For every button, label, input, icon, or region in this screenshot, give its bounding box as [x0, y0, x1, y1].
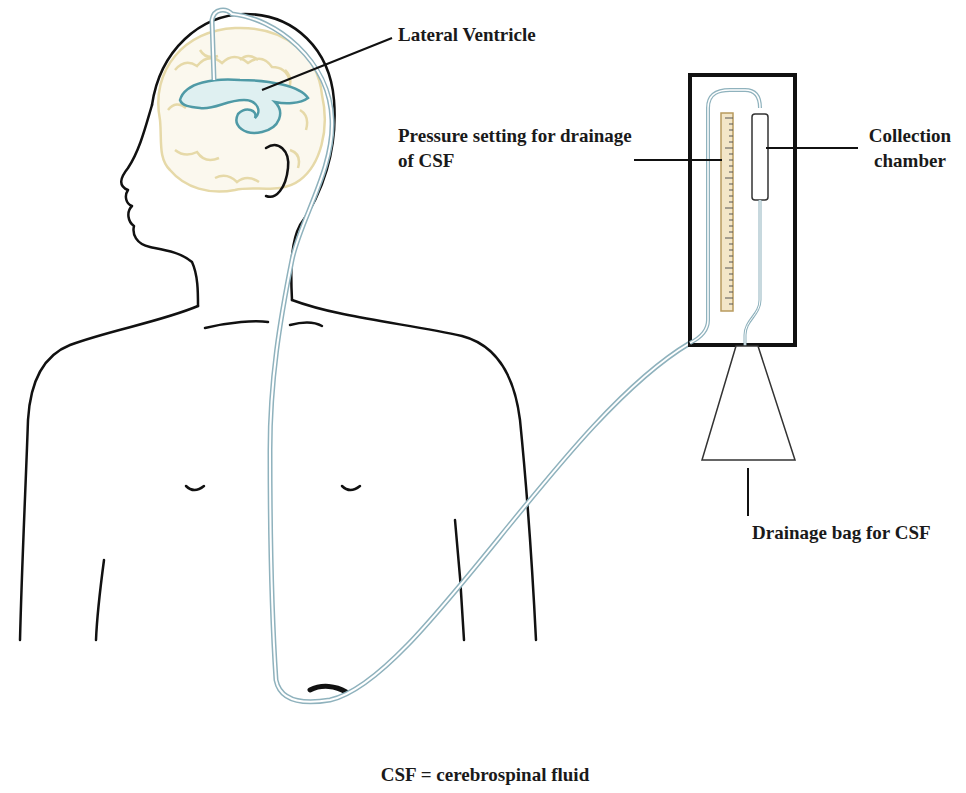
- drainage-tube: [212, 10, 690, 702]
- note-text: CSF = cerebrospinal fluid: [300, 762, 670, 787]
- part-label: Collection chamber: [858, 123, 962, 173]
- part-label: Pressure setting for drainage of CSF: [398, 123, 636, 173]
- leader-lines: [262, 38, 858, 516]
- drainage-bag: [702, 346, 795, 460]
- brain: [158, 28, 324, 192]
- pressure-scale: [721, 113, 733, 311]
- drainage-device: [690, 75, 795, 346]
- lateral-ventricle: [180, 80, 308, 133]
- part-label: Drainage bag for CSF: [752, 520, 962, 545]
- collection-chamber: [752, 114, 768, 200]
- part-label: Lateral Ventricle: [398, 22, 598, 47]
